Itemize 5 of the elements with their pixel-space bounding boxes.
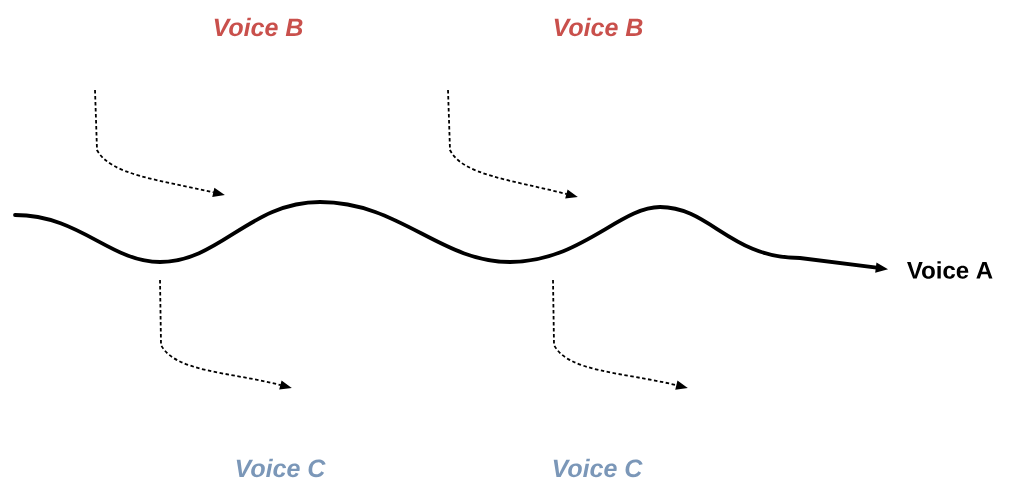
voice-label: Voice C (236, 458, 326, 478)
voice-label: Voice C (553, 458, 643, 478)
voice-label: Voice B (214, 17, 303, 37)
voice-label: Voice A (907, 261, 993, 279)
voice-label: Voice B (554, 17, 643, 37)
